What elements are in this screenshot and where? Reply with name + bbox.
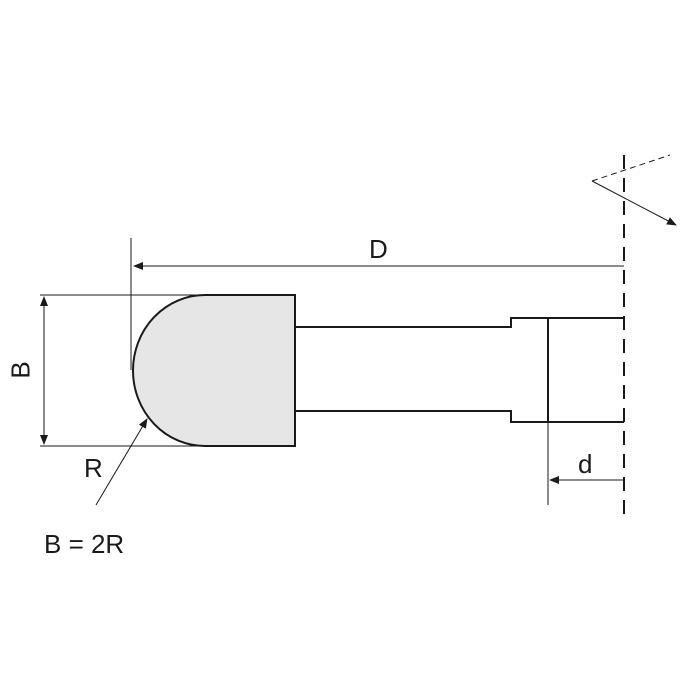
label-B: B bbox=[5, 361, 36, 379]
label-D: D bbox=[369, 234, 388, 264]
label-R: R bbox=[84, 453, 103, 483]
label-d: d bbox=[578, 449, 593, 479]
formula-label: B = 2R bbox=[44, 529, 125, 559]
radius-leader bbox=[95, 418, 148, 506]
direction-arrow bbox=[591, 180, 677, 226]
shank bbox=[295, 317, 624, 423]
cutter-head bbox=[132, 294, 296, 447]
angle-dashed-line bbox=[591, 154, 671, 182]
